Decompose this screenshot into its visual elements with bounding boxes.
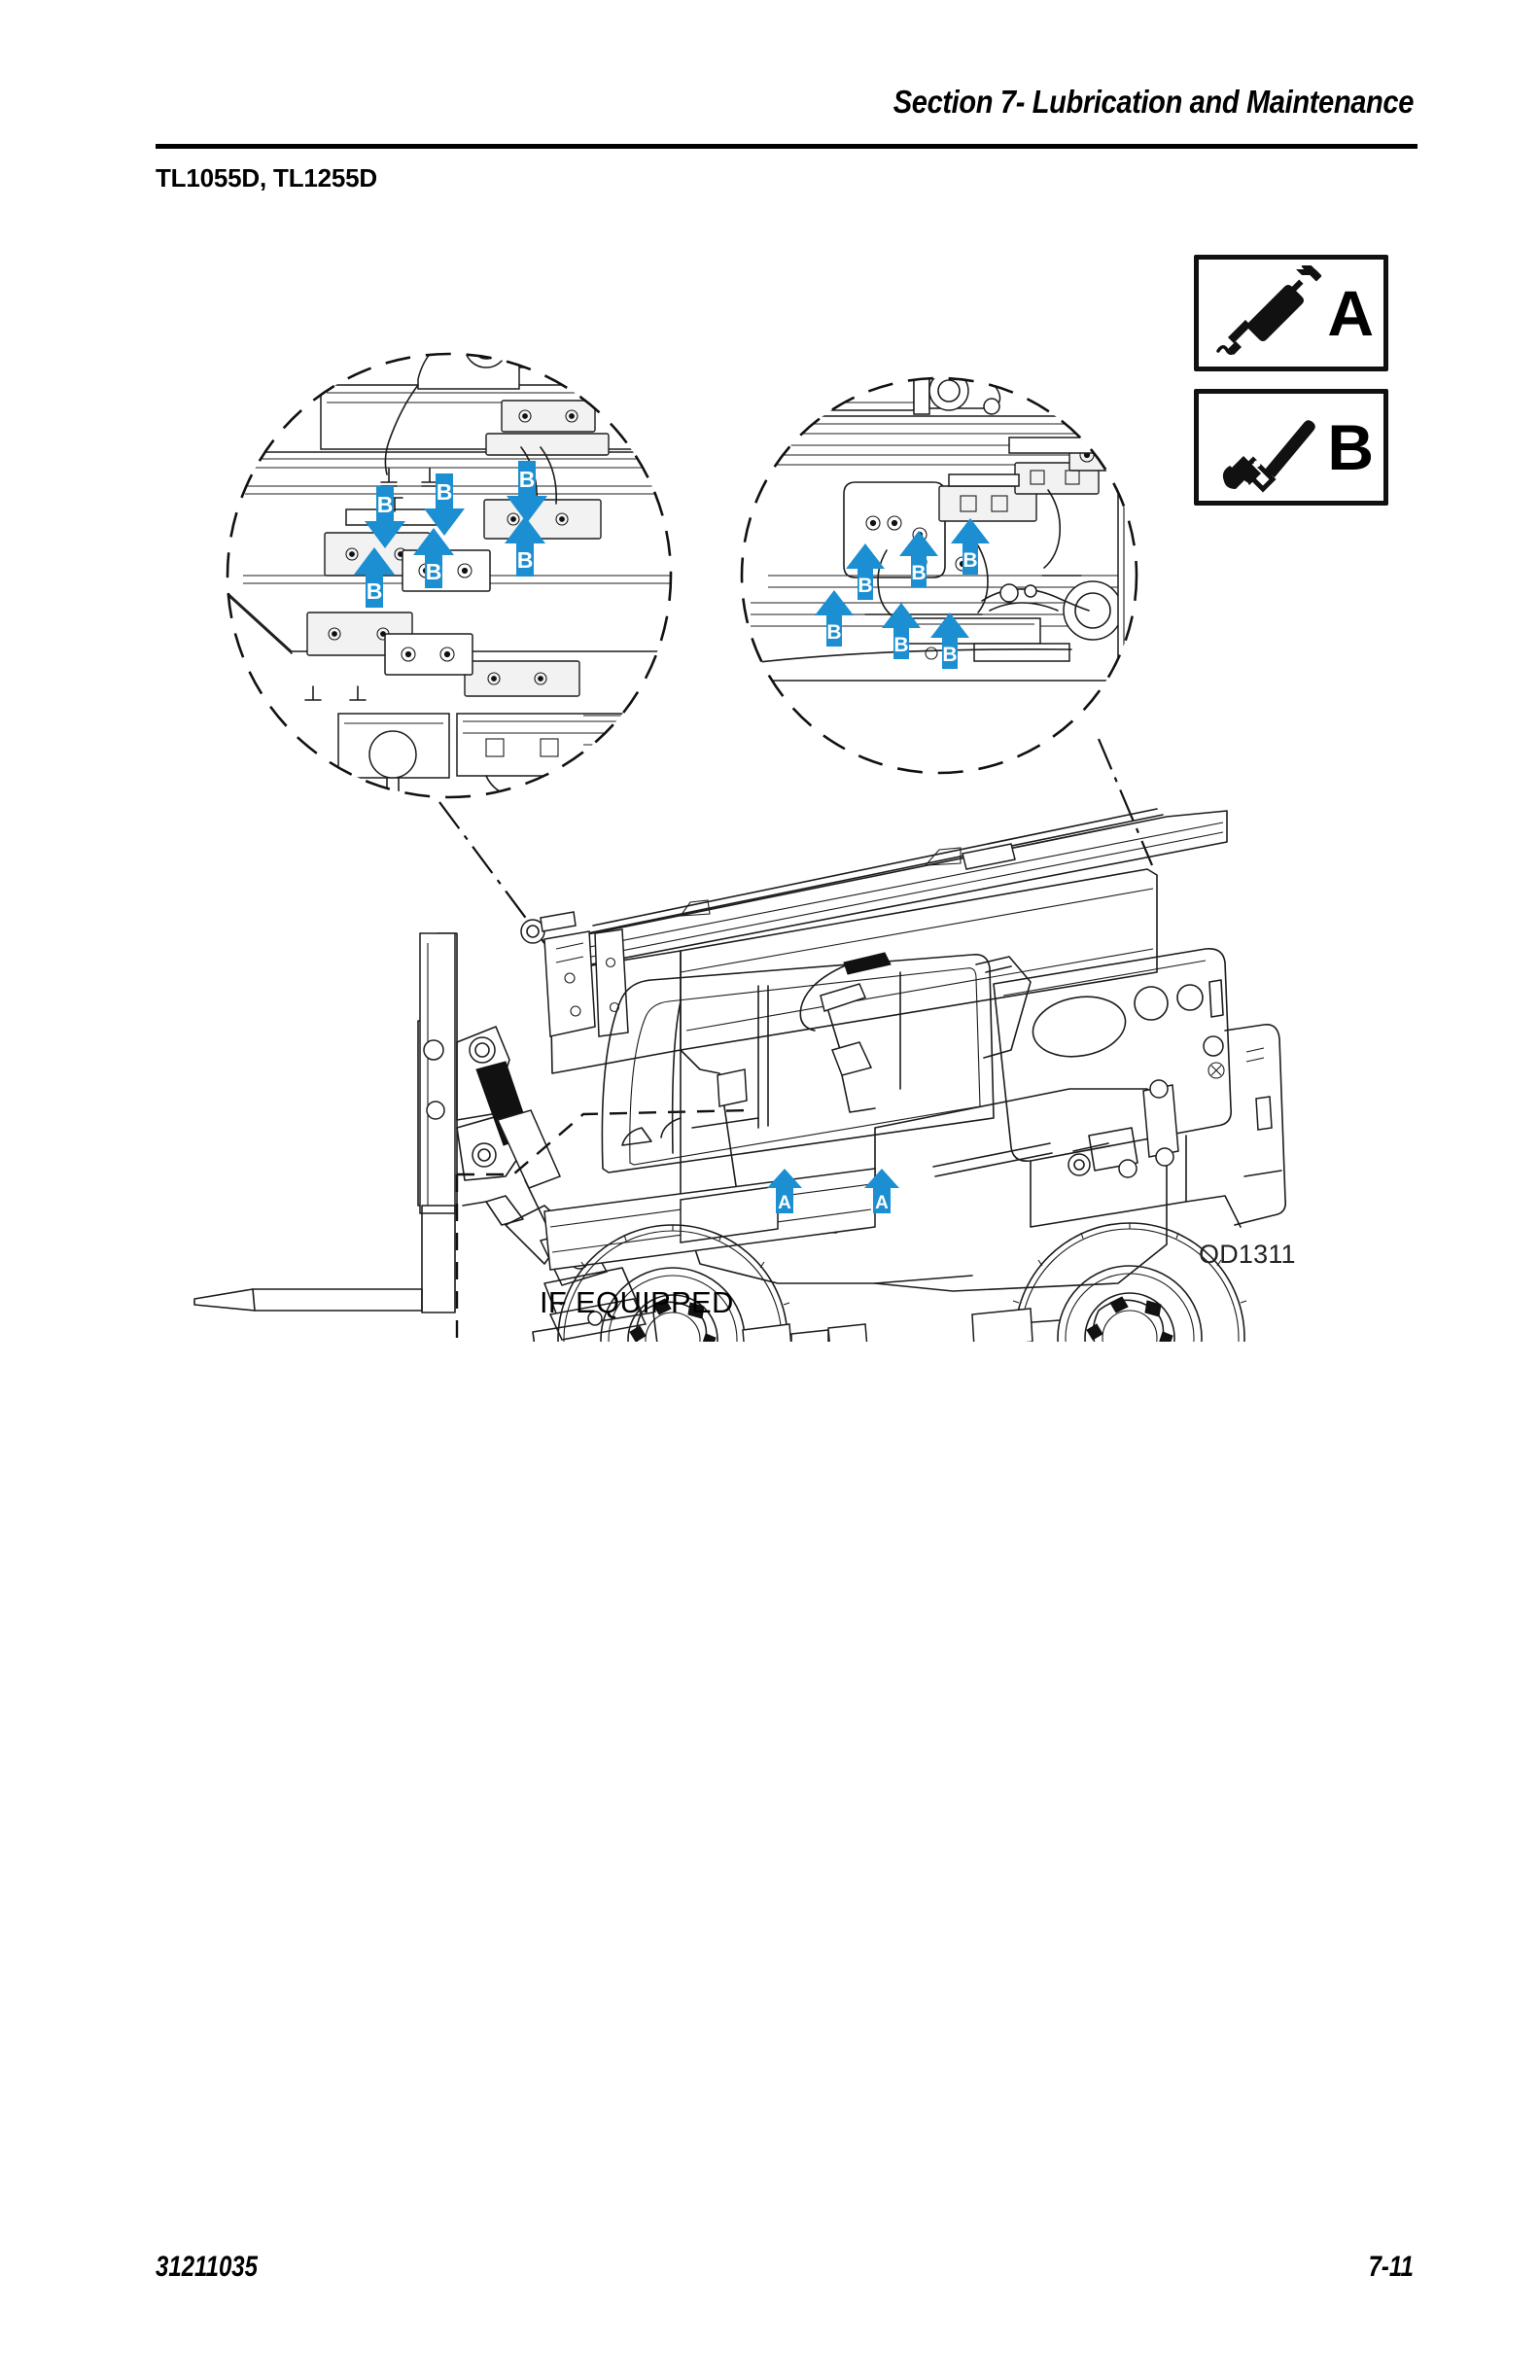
detail-circle-left	[226, 352, 673, 799]
svg-text:B: B	[893, 634, 908, 656]
page-number: 7-11	[1368, 2251, 1414, 2283]
svg-text:B: B	[962, 549, 977, 572]
model-subtitle: TL1055D, TL1255D	[156, 163, 378, 192]
lube-marker-b-l3: B	[507, 461, 547, 525]
header-divider	[156, 144, 1418, 149]
svg-text:B: B	[519, 467, 536, 492]
svg-text:B: B	[517, 547, 534, 573]
lube-marker-a-1: A	[767, 1167, 802, 1215]
lube-marker-b-l1: B	[365, 486, 405, 550]
svg-text:B: B	[911, 562, 926, 584]
svg-text:A: A	[875, 1193, 889, 1213]
lube-marker-b-l2: B	[424, 473, 465, 538]
lube-marker-b-r1: B	[846, 542, 885, 602]
lube-marker-b-l5: B	[413, 526, 454, 590]
document-number: 31211035	[156, 2251, 258, 2283]
lube-marker-b-r2: B	[899, 529, 938, 589]
svg-text:B: B	[858, 575, 872, 597]
brush-applicator-icon	[1207, 400, 1323, 500]
legend-letter-a: A	[1327, 277, 1374, 349]
lube-marker-b-r3: B	[951, 516, 990, 577]
svg-text:B: B	[426, 559, 442, 584]
legend-item-a: A	[1194, 255, 1388, 371]
svg-text:B: B	[377, 492, 394, 517]
lubrication-point-diagram: .ln{fill:none;stroke:#1c1c1c;stroke-widt…	[0, 194, 1540, 1342]
lube-marker-b-l4: B	[354, 545, 395, 610]
lube-marker-b-r4: B	[815, 588, 854, 648]
grease-gun-icon	[1207, 261, 1323, 366]
page-title: Section 7- Lubrication and Maintenance	[892, 84, 1415, 120]
svg-text:B: B	[367, 578, 383, 604]
detail-left-contents	[228, 354, 671, 797]
lube-marker-b-r5: B	[882, 601, 921, 661]
machine-linework	[193, 808, 1287, 1342]
legend-letter-b: B	[1327, 411, 1374, 483]
figure-code: OD1311	[1199, 1240, 1296, 1269]
lubrication-legend: A	[1194, 255, 1388, 523]
svg-text:A: A	[778, 1193, 791, 1213]
lube-marker-b-l6: B	[505, 514, 545, 578]
lube-marker-b-r6: B	[930, 611, 969, 671]
if-equipped-label: IF EQUIPPED	[540, 1285, 734, 1319]
svg-text:B: B	[437, 479, 453, 505]
detail-circle-right	[740, 376, 1138, 775]
legend-item-b: B	[1194, 389, 1388, 506]
lube-marker-a-2: A	[864, 1167, 899, 1215]
svg-text:B: B	[826, 621, 841, 644]
svg-text:B: B	[942, 644, 957, 666]
